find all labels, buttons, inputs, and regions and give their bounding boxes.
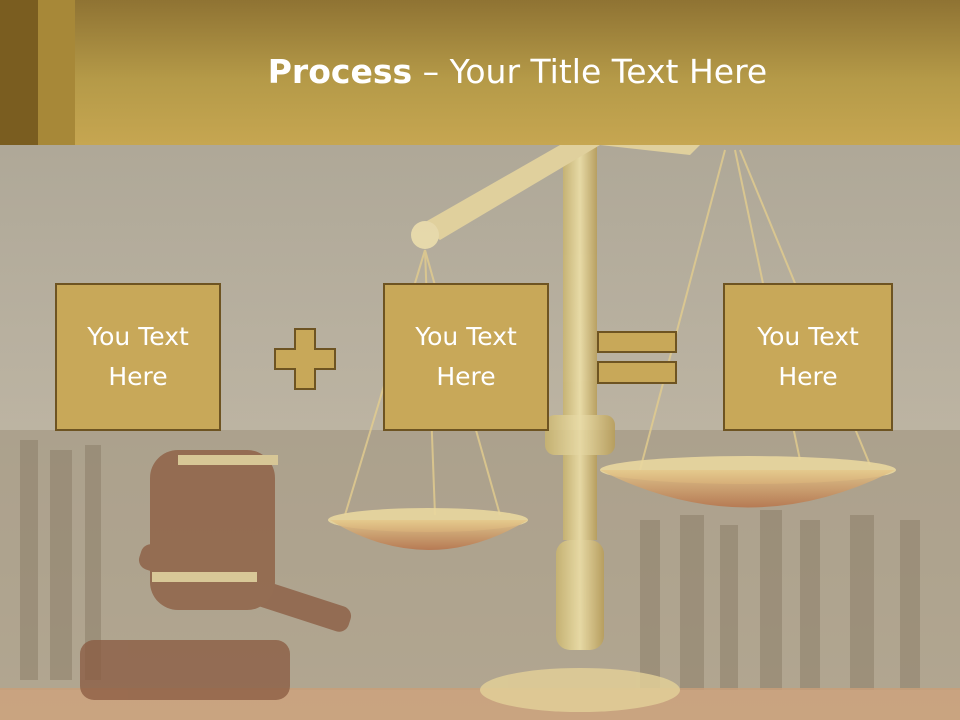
slide-title: Process – Your Title Text Here (75, 52, 960, 91)
accent-bar (38, 0, 75, 145)
process-box-2: You Text Here (383, 283, 549, 431)
equals-icon (597, 331, 677, 384)
process-box-1: You Text Here (55, 283, 221, 431)
process-box-text: You Text Here (757, 322, 859, 391)
plus-icon (274, 328, 336, 390)
process-box-text: You Text Here (415, 322, 517, 391)
title-rest: – Your Title Text Here (412, 52, 768, 91)
accent-bar (0, 0, 38, 145)
title-bar: Process – Your Title Text Here (0, 0, 960, 145)
title-bold: Process (267, 52, 413, 91)
process-box-text: You Text Here (87, 322, 189, 391)
process-box-3: You Text Here (723, 283, 893, 431)
